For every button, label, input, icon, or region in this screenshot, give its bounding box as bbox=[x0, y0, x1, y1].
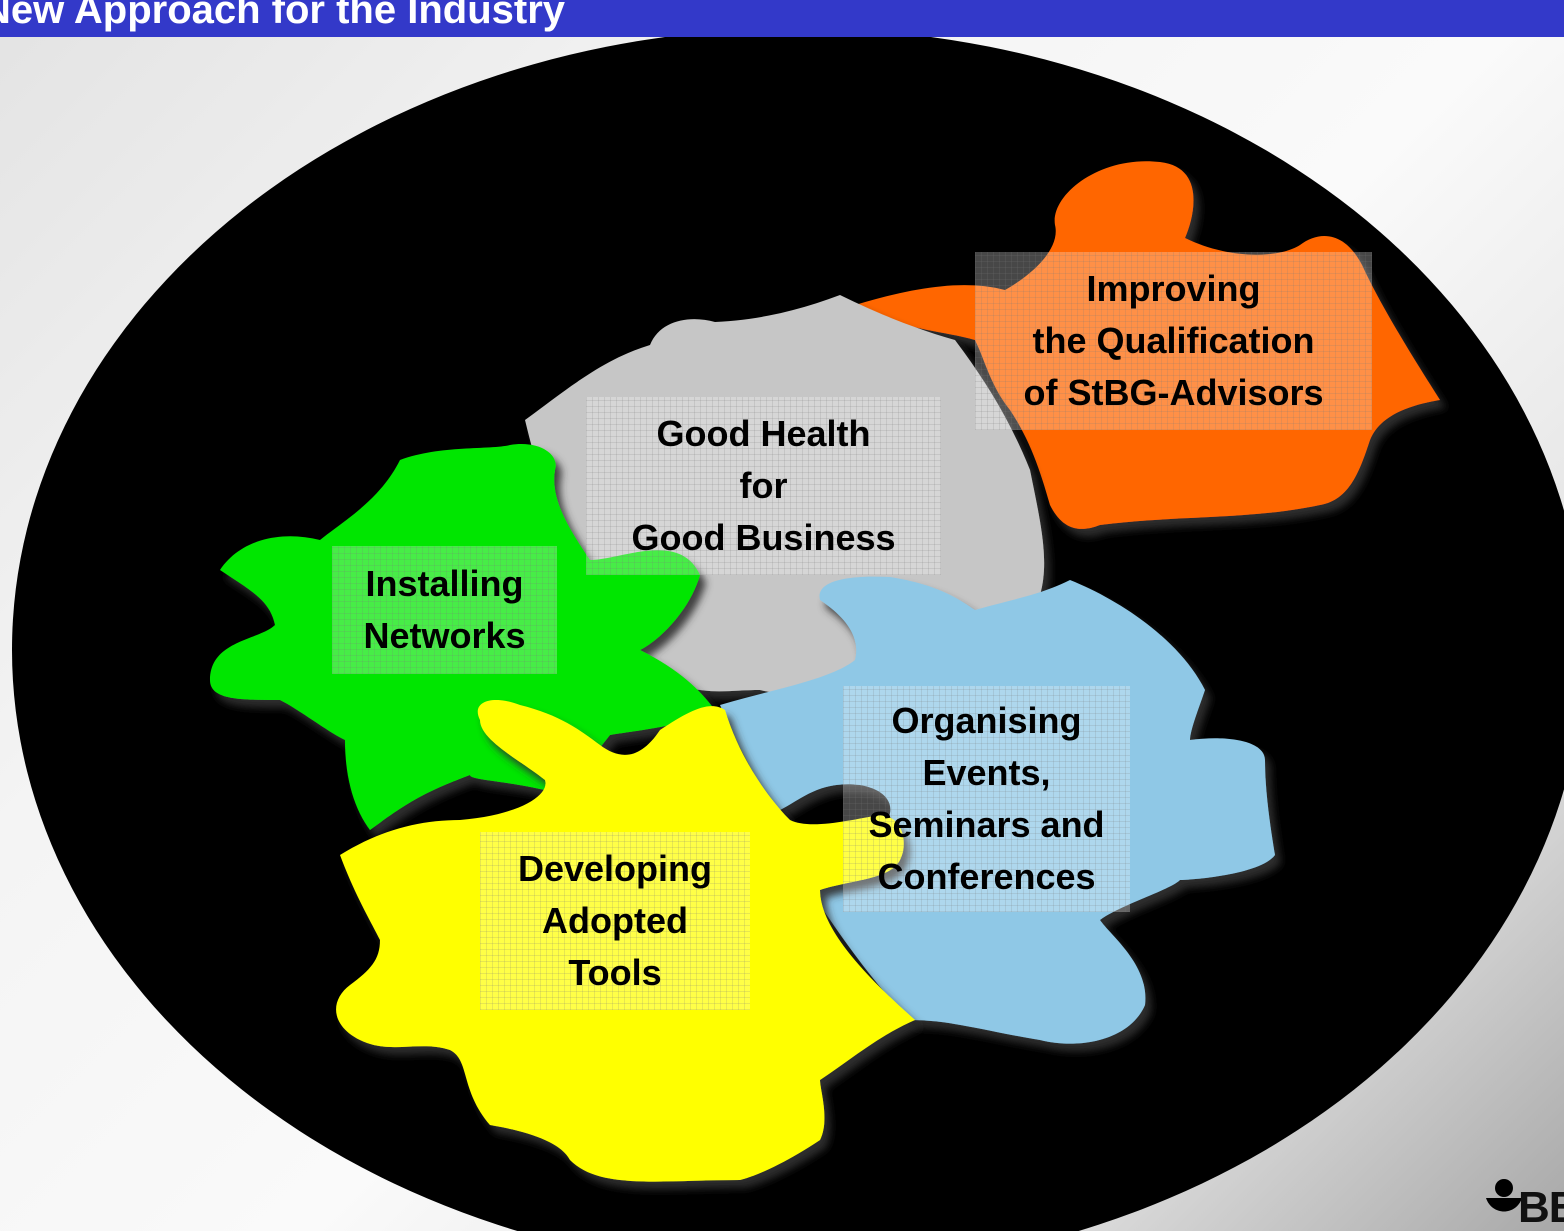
page-title: New Approach for the Industry bbox=[0, 0, 566, 32]
label-installing-networks: Installing Networks bbox=[332, 546, 557, 674]
label-good-health: Good Health for Good Business bbox=[586, 397, 941, 575]
label-line: Conferences bbox=[877, 856, 1096, 897]
puzzle-piece-orange bbox=[855, 161, 1440, 529]
label-line: Installing bbox=[365, 563, 524, 604]
label-line: the Qualification bbox=[1032, 320, 1315, 361]
puzzle-piece-yellow bbox=[336, 700, 915, 1182]
puzzle-piece-blue bbox=[720, 576, 1275, 1044]
label-line: Events, bbox=[922, 752, 1051, 793]
label-line: Good Health bbox=[656, 413, 871, 454]
label-line: Seminars and bbox=[868, 804, 1105, 845]
label-line: Good Business bbox=[631, 517, 896, 558]
label-line: Adopted bbox=[542, 900, 688, 941]
label-line: Improving bbox=[1086, 268, 1261, 309]
label-organising-events: Organising Events, Seminars and Conferen… bbox=[843, 686, 1130, 912]
label-line: for bbox=[739, 465, 788, 506]
logo-person-icon bbox=[1486, 1179, 1522, 1212]
puzzle-piece-green bbox=[210, 444, 715, 830]
label-line: Developing bbox=[517, 848, 713, 889]
label-line: Tools bbox=[568, 952, 662, 993]
label-developing-tools: Developing Adopted Tools bbox=[480, 832, 750, 1010]
label-line: of StBG-Advisors bbox=[1023, 372, 1324, 413]
logo: BB bbox=[1484, 1176, 1564, 1231]
label-line: Networks bbox=[363, 615, 526, 656]
logo-text: BB bbox=[1518, 1183, 1564, 1231]
title-bar: New Approach for the Industry bbox=[0, 0, 1564, 37]
label-improving-qualification: Improving the Qualification of StBG-Advi… bbox=[975, 252, 1372, 430]
label-line: Organising bbox=[891, 700, 1082, 741]
